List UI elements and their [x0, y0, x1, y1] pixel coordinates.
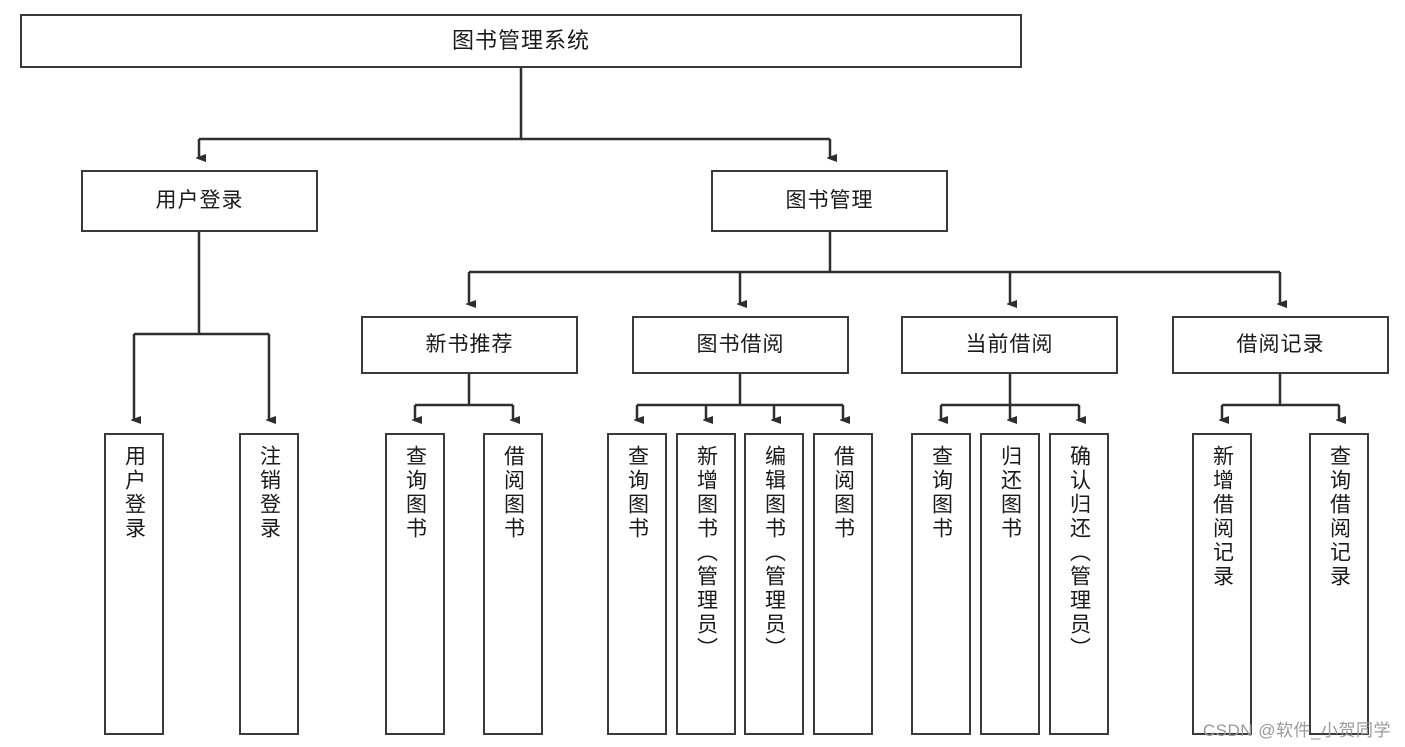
- node-label: 图书管理系统: [451, 28, 590, 54]
- leaf-borrow-edit-book-admin[interactable]: 编辑图书（管理员）: [744, 433, 804, 735]
- node-book-management[interactable]: 图书管理: [711, 170, 948, 232]
- node-borrow-record[interactable]: 借阅记录: [1172, 316, 1389, 374]
- node-label: 新增图书（管理员）: [694, 445, 718, 661]
- node-user-login[interactable]: 用户登录: [81, 170, 318, 232]
- node-current-borrow[interactable]: 当前借阅: [901, 316, 1118, 374]
- node-label: 确认归还（管理员）: [1067, 445, 1091, 661]
- node-label: 查询借阅记录: [1327, 445, 1351, 589]
- node-label: 借阅图书: [501, 445, 525, 541]
- leaf-newbook-borrow-book[interactable]: 借阅图书: [483, 433, 543, 735]
- node-label: 用户登录: [155, 188, 244, 212]
- node-label: 借阅图书: [831, 445, 855, 541]
- node-label: 编辑图书（管理员）: [762, 445, 786, 661]
- watermark: CSDN @软件_小贺同学: [1202, 721, 1391, 740]
- node-book-borrow[interactable]: 图书借阅: [632, 316, 849, 374]
- node-label: 查询图书: [625, 445, 649, 541]
- leaf-current-query-book[interactable]: 查询图书: [911, 433, 971, 735]
- node-label: 当前借阅: [965, 332, 1054, 356]
- leaf-record-add-record[interactable]: 新增借阅记录: [1192, 433, 1252, 735]
- node-label: 新增借阅记录: [1210, 445, 1234, 589]
- leaf-current-return-book[interactable]: 归还图书: [980, 433, 1040, 735]
- leaf-borrow-query-book[interactable]: 查询图书: [607, 433, 667, 735]
- node-root-system[interactable]: 图书管理系统: [20, 14, 1022, 68]
- node-label: 图书管理: [785, 188, 874, 212]
- node-label: 查询图书: [929, 445, 953, 541]
- node-label: 归还图书: [998, 445, 1022, 541]
- leaf-current-confirm-return-admin[interactable]: 确认归还（管理员）: [1049, 433, 1109, 735]
- node-new-book-recommend[interactable]: 新书推荐: [361, 316, 578, 374]
- leaf-newbook-query-book[interactable]: 查询图书: [385, 433, 445, 735]
- node-label: 图书借阅: [696, 332, 785, 356]
- node-label: 查询图书: [403, 445, 427, 541]
- node-label: 借阅记录: [1236, 332, 1325, 356]
- leaf-user-logout[interactable]: 注销登录: [239, 433, 299, 735]
- leaf-borrow-add-book-admin[interactable]: 新增图书（管理员）: [676, 433, 736, 735]
- leaf-borrow-borrow-book[interactable]: 借阅图书: [813, 433, 873, 735]
- node-label: 用户登录: [122, 445, 146, 541]
- leaf-user-login[interactable]: 用户登录: [104, 433, 164, 735]
- node-label: 注销登录: [257, 445, 281, 541]
- node-label: 新书推荐: [425, 332, 514, 356]
- leaf-record-query-record[interactable]: 查询借阅记录: [1309, 433, 1369, 735]
